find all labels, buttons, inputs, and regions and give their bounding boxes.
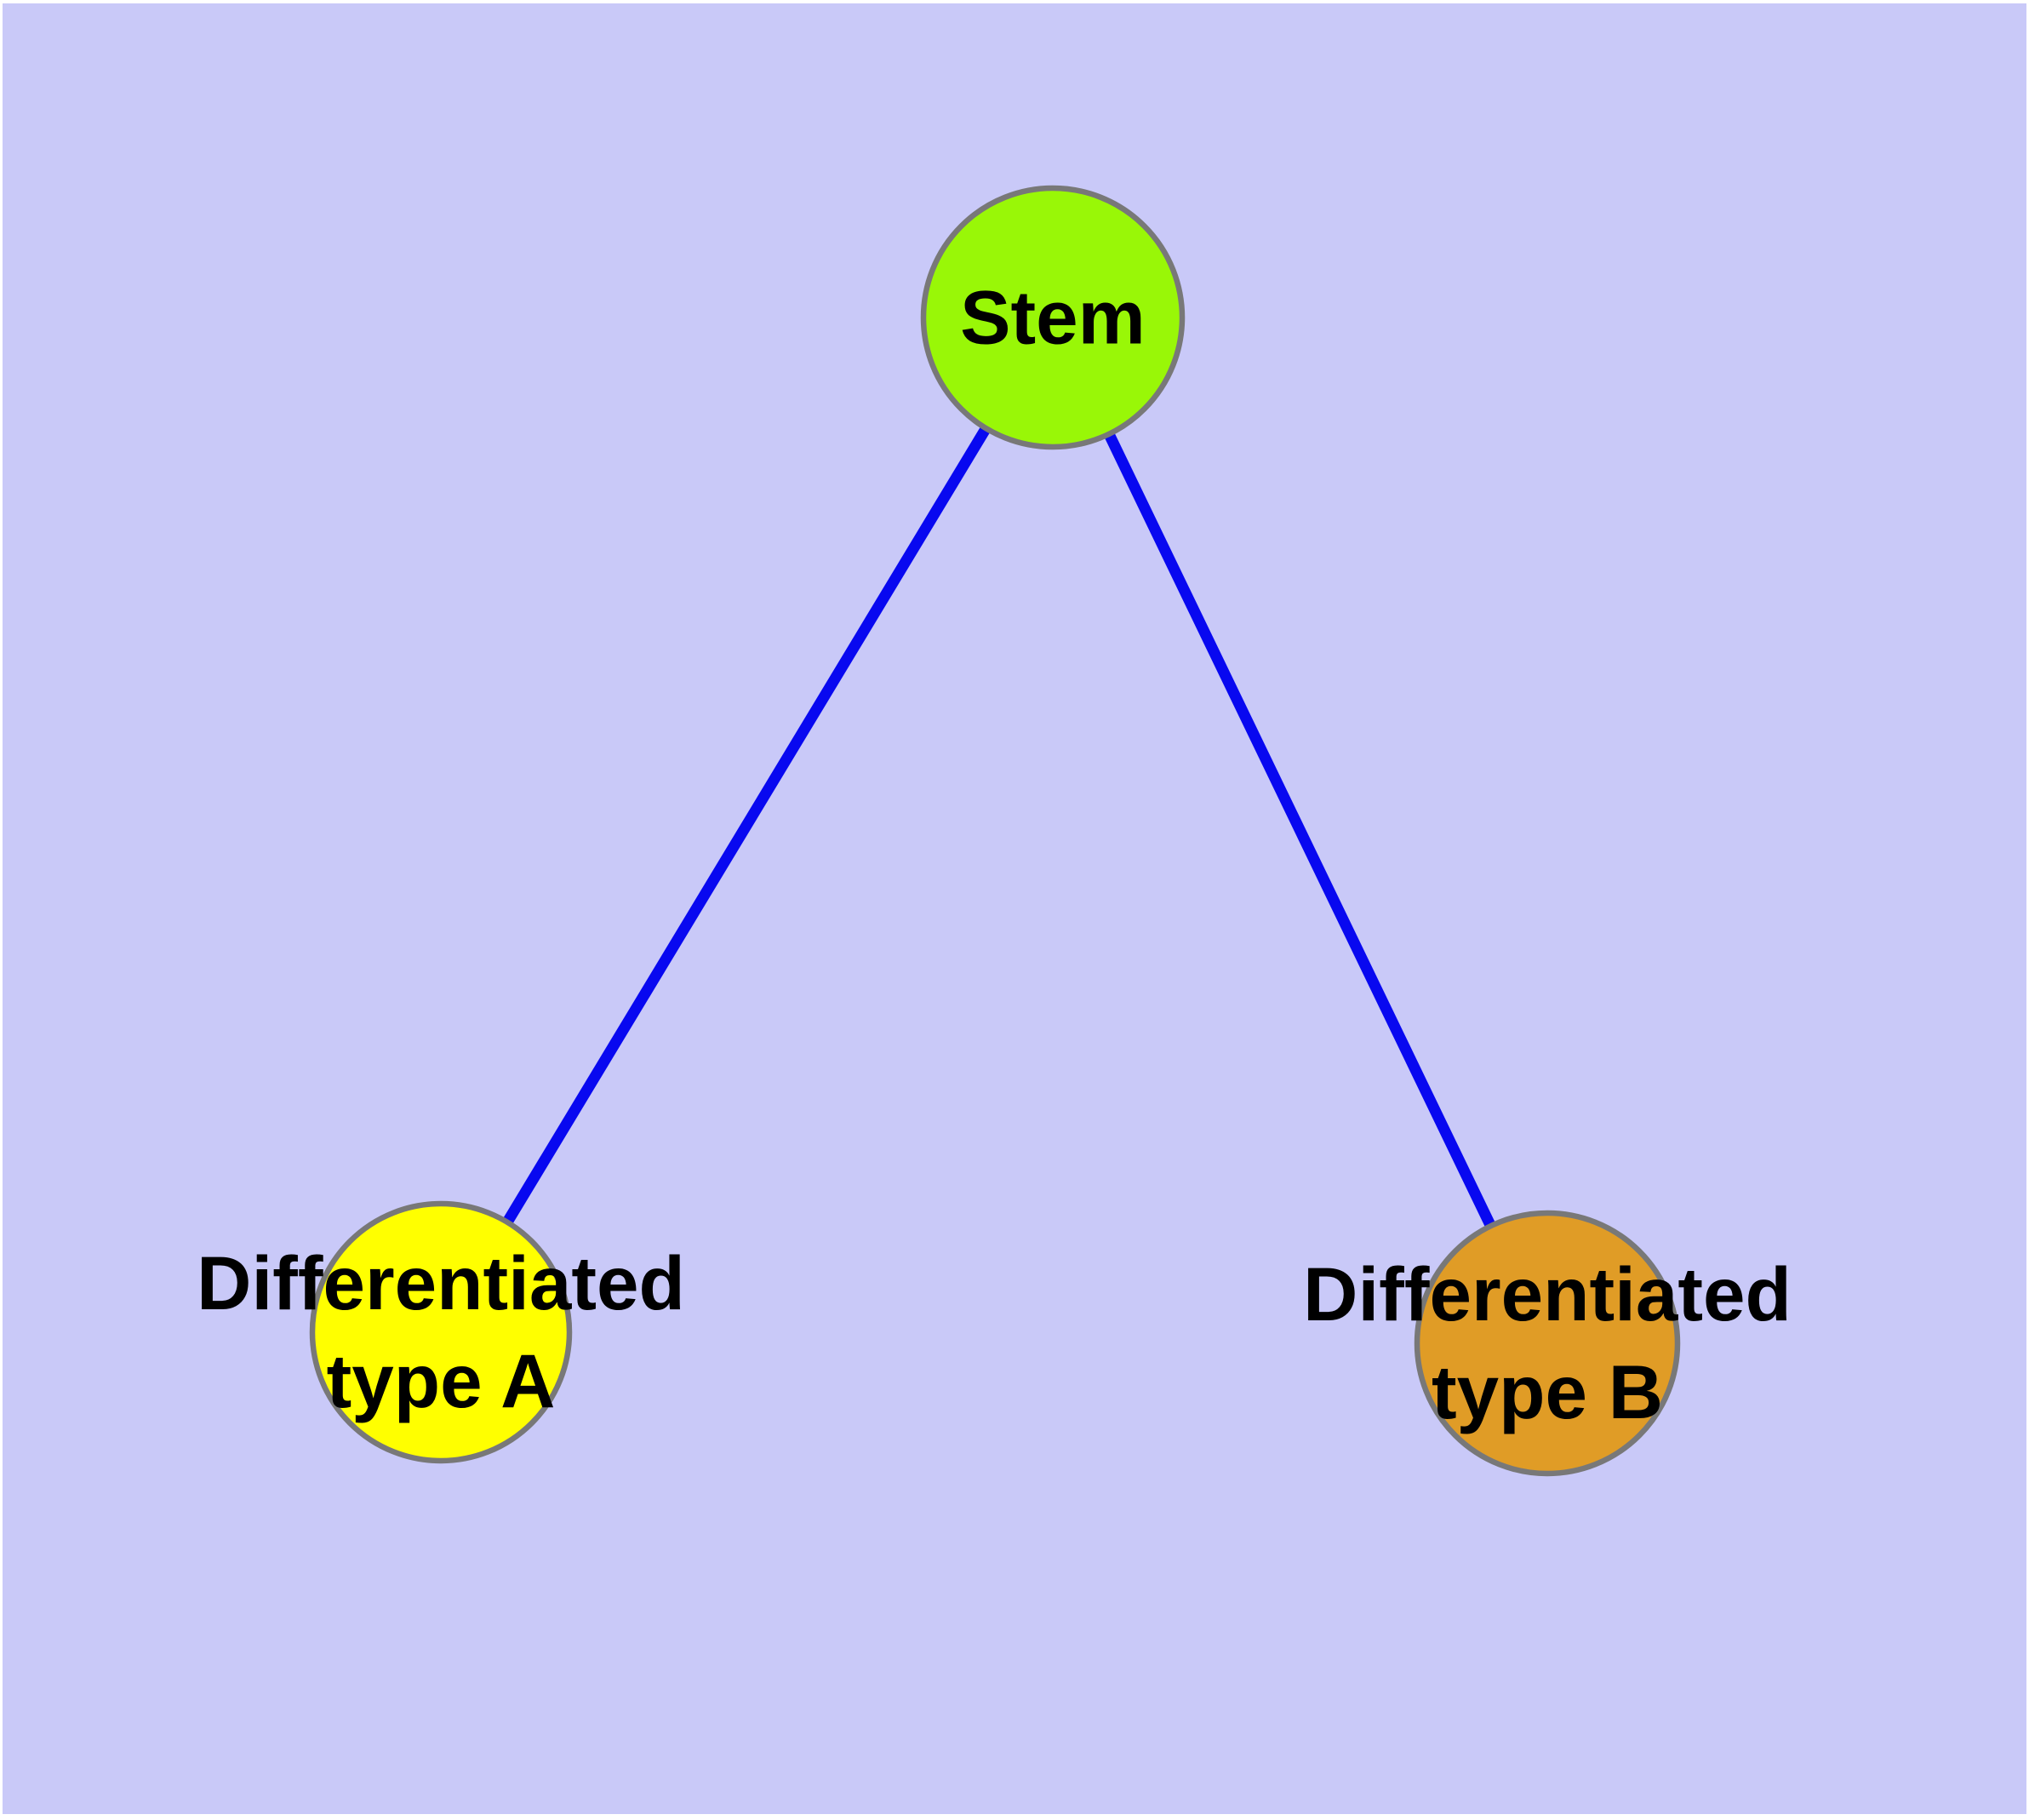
node-circle-type-b	[1414, 1210, 1681, 1477]
edge-stem-type-a	[436, 314, 1058, 1336]
node-circle-stem	[920, 185, 1186, 450]
edge-stem-type-b	[1048, 315, 1552, 1346]
node-circle-type-a	[309, 1200, 573, 1464]
